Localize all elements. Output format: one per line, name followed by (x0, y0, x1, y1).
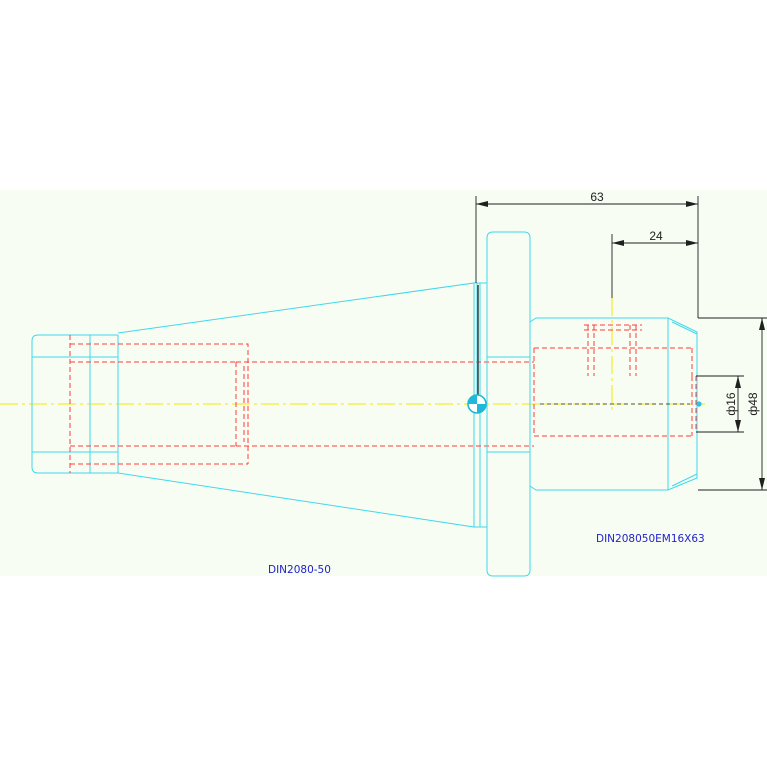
tool-label: DIN208050EM16X63 (596, 533, 705, 545)
set-screw-hidden (584, 324, 642, 376)
tip-point (696, 401, 702, 407)
dim-24-text: 24 (649, 229, 663, 243)
flange (474, 231, 531, 577)
holder-label: DIN2080-50 (268, 564, 331, 576)
taper-hidden-bore (69, 335, 534, 473)
dim-63-text: 63 (590, 190, 604, 204)
dim-phi48-text: ф48 (746, 392, 760, 416)
drawing-area (0, 190, 767, 576)
body-chamfer-top (671, 321, 698, 335)
dim-phi16-text: ф16 (724, 392, 738, 416)
dimension-overall-length: 63 (475, 190, 699, 318)
endmill-hidden-bore (533, 347, 697, 437)
datum-quadrant-bottom-right (477, 404, 486, 413)
holder-knob-outline (31, 334, 91, 474)
datum-symbol (467, 394, 487, 414)
dimension-step-length: 24 (611, 229, 698, 298)
dimension-body-diameter: ф48 (698, 317, 767, 491)
body-chamfer-bottom (671, 473, 698, 487)
flange-outline (486, 231, 531, 577)
endmill-holder (529, 317, 702, 491)
dimension-bore-diameter: ф16 (696, 375, 744, 433)
knob-neck (90, 334, 119, 474)
datum-quadrant-top-left (468, 395, 477, 404)
